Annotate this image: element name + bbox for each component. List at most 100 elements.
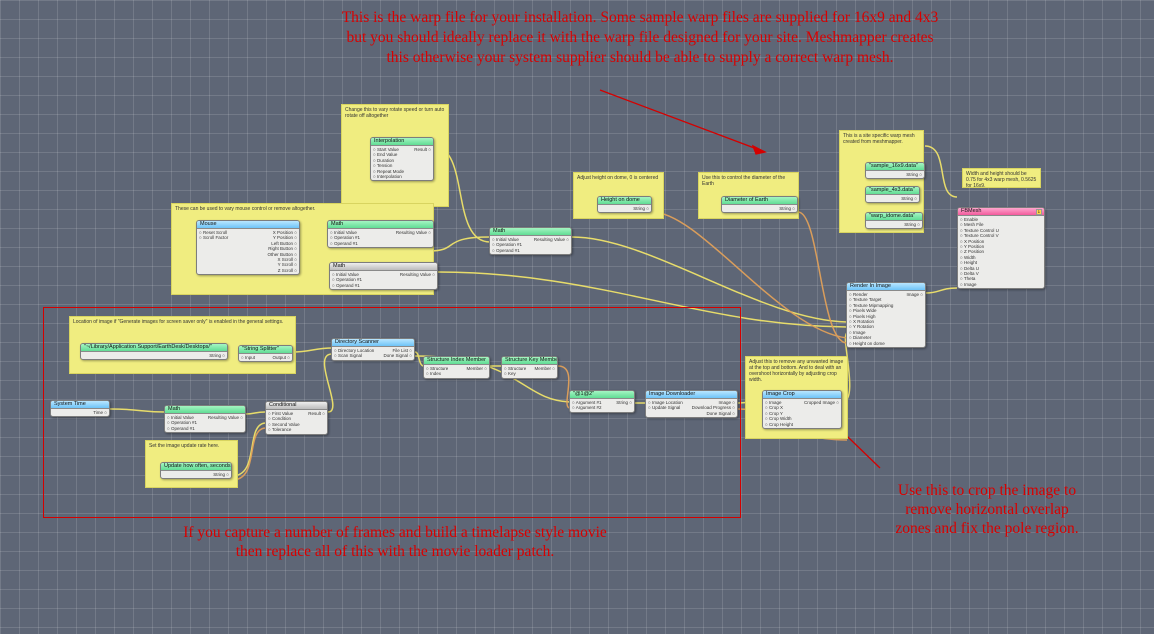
input-port[interactable]: ○ Texture Target (849, 297, 882, 303)
output-port[interactable]: X Scroll ○ (277, 257, 297, 263)
input-port[interactable]: ○ Theta (960, 276, 976, 282)
output-port[interactable]: Time ○ (93, 410, 107, 415)
input-port[interactable]: ○ Scan Signal (334, 353, 362, 359)
output-port[interactable]: Result ○ (308, 411, 325, 416)
node-sample43[interactable]: "sample_4x3.data"String ○ (865, 186, 920, 204)
output-port[interactable]: String ○ (906, 172, 922, 177)
input-port[interactable]: ○ Y Position (960, 244, 985, 250)
node-structidx[interactable]: Structure Index Member○ Structure○ Index… (423, 356, 490, 379)
input-port[interactable]: ○ Initial Value (330, 230, 357, 235)
output-port[interactable]: Resulting Value ○ (207, 415, 243, 420)
node-interpolation[interactable]: Interpolation○ Start Value○ End Value○ D… (370, 137, 434, 182)
input-port[interactable]: ○ Operation #1 (492, 242, 522, 248)
input-port[interactable]: ○ Diameter (849, 335, 872, 341)
input-port[interactable]: ○ Delta U (960, 265, 979, 271)
input-port[interactable]: ○ Pixels High (849, 313, 876, 319)
input-port[interactable]: ○ Start Value (373, 147, 399, 152)
input-port[interactable]: ○ Tolerance (268, 427, 292, 433)
node-dirscan[interactable]: Directory Scanner○ Directory Location○ S… (331, 338, 415, 361)
input-port[interactable]: ○ Operation #1 (332, 277, 362, 283)
node-structkey[interactable]: Structure Key Member○ Structure○ Key Memb… (501, 356, 558, 379)
input-port[interactable]: ○ Structure (504, 366, 527, 371)
node-title[interactable]: Update how often, seconds (161, 463, 231, 471)
node-title[interactable]: Math (330, 263, 437, 271)
input-port[interactable]: ○ Enable (960, 217, 978, 222)
input-port[interactable]: ○ Key (504, 371, 516, 377)
node-title[interactable]: Diameter of Earth (722, 197, 797, 205)
input-port[interactable]: ○ Duration (373, 157, 394, 163)
output-port[interactable]: Output ○ (272, 355, 290, 360)
node-title[interactable]: Math (328, 221, 433, 229)
input-port[interactable]: ○ End Value (373, 152, 398, 158)
node-title[interactable]: Image Crop (763, 391, 841, 399)
node-title[interactable]: Structure Key Member (502, 357, 557, 365)
input-port[interactable]: ○ First Value (268, 411, 294, 416)
input-port[interactable]: ○ Condition (268, 416, 291, 422)
node-title[interactable]: "sample_16x9.data" (866, 163, 924, 171)
input-port[interactable]: ○ Initial Value (492, 237, 519, 242)
input-port[interactable]: ○ Scroll Factor (199, 235, 229, 241)
input-port[interactable]: ○ Z Position (960, 249, 984, 255)
output-port[interactable]: Image ○ (906, 292, 923, 297)
output-port[interactable]: Y Scroll ○ (277, 262, 297, 268)
input-port[interactable]: ○ Structure (426, 366, 449, 371)
output-port[interactable]: Cropped Image ○ (804, 400, 839, 405)
output-port[interactable]: Member ○ (534, 366, 555, 371)
output-port[interactable]: Result ○ (414, 147, 431, 152)
output-port[interactable]: File List ○ (392, 348, 412, 353)
output-port[interactable]: Left Button ○ (271, 240, 297, 246)
input-port[interactable]: ○ Texture Mipmapping (849, 302, 894, 308)
output-port[interactable]: Resulting Value ○ (395, 230, 431, 235)
input-port[interactable]: ○ Tension (373, 163, 393, 169)
input-port[interactable]: ○ Update Signal (648, 405, 681, 411)
output-port[interactable]: String ○ (904, 222, 920, 227)
input-port[interactable]: ○ Y Rotation (849, 324, 874, 330)
input-port[interactable]: ○ Repeat Mode (373, 168, 404, 174)
output-port[interactable]: Resulting Value ○ (399, 272, 435, 277)
node-title[interactable]: "warp_idome.data" (866, 213, 922, 221)
output-port[interactable]: Y Position ○ (272, 235, 297, 241)
node-crop[interactable]: Image Crop○ Image○ Crop X○ Crop Y○ Crop … (762, 390, 842, 429)
input-port[interactable]: ○ Height (960, 260, 977, 266)
node-math4[interactable]: Math○ Initial Value○ Operation #1○ Opera… (164, 405, 246, 434)
input-port[interactable]: ○ Operand #1 (332, 282, 360, 288)
node-title[interactable]: Interpolation (371, 138, 433, 146)
node-title[interactable]: Structure Index Member (424, 357, 489, 365)
input-port[interactable]: ○ Second Value (268, 421, 300, 427)
output-port[interactable]: String ○ (616, 400, 632, 405)
output-port[interactable]: String ○ (901, 196, 917, 201)
input-port[interactable]: ○ Height on dome (849, 340, 885, 346)
node-title[interactable]: FBMesh (958, 208, 1044, 216)
node-title[interactable]: Height on dome (598, 197, 651, 205)
node-title[interactable]: "@1@2" (570, 391, 634, 399)
node-title[interactable]: Directory Scanner (332, 339, 414, 347)
input-port[interactable]: ○ Mesh File (960, 222, 984, 228)
output-port[interactable]: Right Button ○ (268, 246, 297, 252)
input-port[interactable]: ○ Operand #1 (330, 240, 358, 246)
input-port[interactable]: ○ Operation #1 (167, 420, 197, 426)
note-width[interactable]: Width and height should be 0.75 for 4x3 … (962, 168, 1041, 189)
node-math1[interactable]: Math○ Initial Value○ Operation #1○ Opera… (327, 220, 434, 249)
input-port[interactable]: ○ Delta V (960, 271, 979, 277)
input-port[interactable]: ○ Argument #2 (572, 405, 602, 411)
output-port[interactable]: Member ○ (466, 366, 487, 371)
node-title[interactable]: "sample_4x3.data" (866, 187, 919, 195)
node-math2[interactable]: Math○ Initial Value○ Operation #1○ Opera… (329, 262, 438, 291)
input-port[interactable]: ○ Interpolation (373, 174, 402, 180)
node-title[interactable]: Image Downloader (646, 391, 737, 399)
node-title[interactable]: Math (490, 228, 571, 236)
node-render[interactable]: Render In Image○ Render○ Texture Target○… (846, 282, 926, 348)
input-port[interactable]: ○ Image (960, 281, 977, 287)
output-port[interactable]: Other Button ○ (267, 251, 297, 257)
input-port[interactable]: ○ Crop Width (765, 416, 792, 422)
node-sample169[interactable]: "sample_16x9.data"String ○ (865, 162, 925, 180)
input-port[interactable]: ○ X Position (960, 238, 985, 244)
node-title[interactable]: System Time (51, 401, 109, 409)
input-port[interactable]: ○ Initial Value (332, 272, 359, 277)
input-port[interactable]: ○ Crop Y (765, 410, 783, 416)
input-port[interactable]: ○ Image (765, 400, 782, 405)
